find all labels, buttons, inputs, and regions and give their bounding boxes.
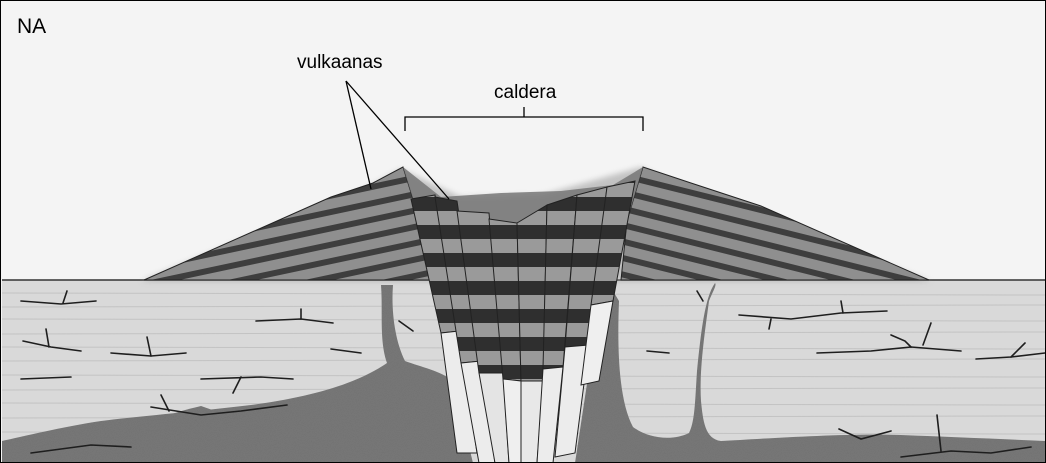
volcano-left-flank [144, 167, 433, 280]
caldera-bracket [405, 107, 643, 131]
caldera-label: caldera [494, 82, 556, 104]
volcano-right-flank [621, 167, 929, 280]
vulkaanas-label: vulkaanas [297, 52, 383, 74]
panel-label: NA [17, 15, 46, 39]
